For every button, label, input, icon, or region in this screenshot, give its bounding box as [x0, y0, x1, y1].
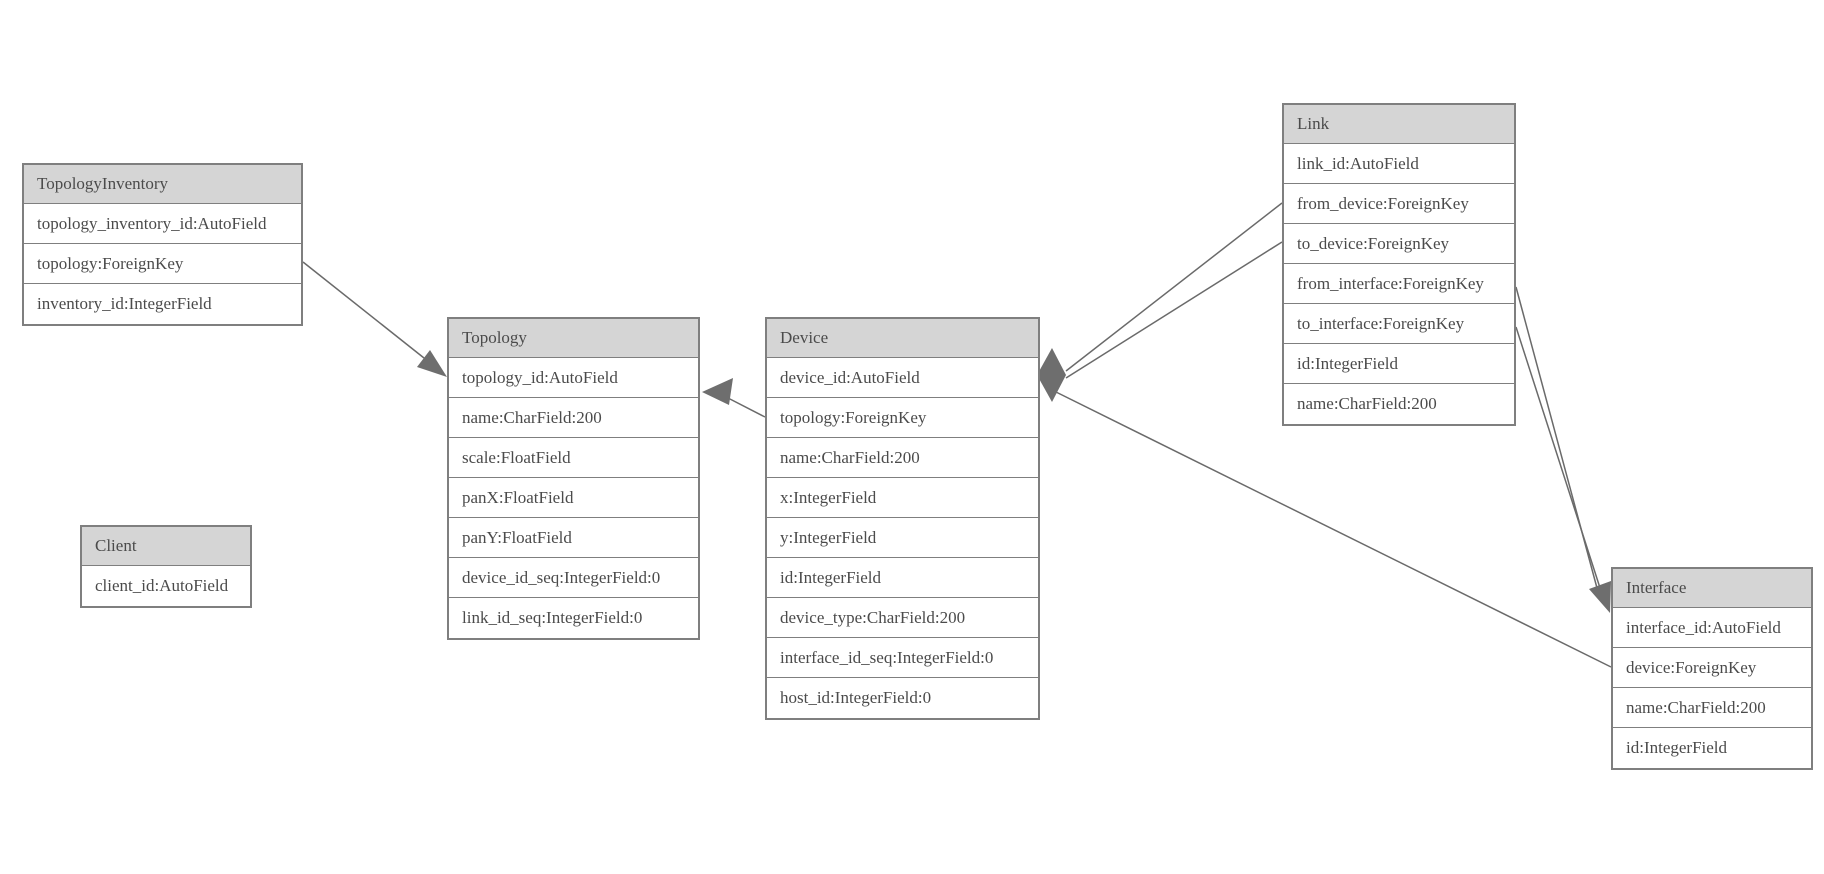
- entity-table-topologyinventory[interactable]: TopologyInventory topology_inventory_id:…: [22, 163, 303, 326]
- entity-title-interface: Interface: [1613, 569, 1811, 608]
- entity-field-row: to_interface:ForeignKey: [1284, 304, 1514, 344]
- entity-field-row: topology_id:AutoField: [449, 358, 698, 398]
- entity-field-row: name:CharField:200: [449, 398, 698, 438]
- entity-table-client[interactable]: Client client_id:AutoField: [80, 525, 252, 608]
- entity-field-row: device:ForeignKey: [1613, 648, 1811, 688]
- entity-field-row: inventory_id:IntegerField: [24, 284, 301, 324]
- entity-field-row: from_device:ForeignKey: [1284, 184, 1514, 224]
- entity-field-row: topology_inventory_id:AutoField: [24, 204, 301, 244]
- entity-field-row: topology:ForeignKey: [767, 398, 1038, 438]
- entity-field-row: from_interface:ForeignKey: [1284, 264, 1514, 304]
- entity-table-device[interactable]: Device device_id:AutoField topology:Fore…: [765, 317, 1040, 720]
- entity-field-row: topology:ForeignKey: [24, 244, 301, 284]
- entity-field-row: to_device:ForeignKey: [1284, 224, 1514, 264]
- arrowhead-topology-left-icon: [417, 350, 447, 377]
- entity-table-topology[interactable]: Topology topology_id:AutoField name:Char…: [447, 317, 700, 640]
- arrowhead-topology-right-icon: [702, 378, 733, 405]
- entity-title-client: Client: [82, 527, 250, 566]
- entity-title-topologyinventory: TopologyInventory: [24, 165, 301, 204]
- entity-field-row: panY:FloatField: [449, 518, 698, 558]
- entity-field-row: id:IntegerField: [767, 558, 1038, 598]
- connector-link-to-interface: [1515, 326, 1602, 592]
- entity-table-link[interactable]: Link link_id:AutoField from_device:Forei…: [1282, 103, 1516, 426]
- entity-title-topology: Topology: [449, 319, 698, 358]
- entity-field-row: name:CharField:200: [1284, 384, 1514, 424]
- entity-field-row: interface_id_seq:IntegerField:0: [767, 638, 1038, 678]
- connector-interface-device: [1055, 391, 1612, 668]
- entity-title-link: Link: [1284, 105, 1514, 144]
- entity-field-row: id:IntegerField: [1613, 728, 1811, 768]
- entity-field-row: device_id_seq:IntegerField:0: [449, 558, 698, 598]
- entity-field-row: name:CharField:200: [767, 438, 1038, 478]
- entity-field-row: link_id:AutoField: [1284, 144, 1514, 184]
- entity-field-row: device_id:AutoField: [767, 358, 1038, 398]
- entity-field-row: client_id:AutoField: [82, 566, 250, 606]
- entity-field-row: id:IntegerField: [1284, 344, 1514, 384]
- connector-link-to-device: [1065, 241, 1283, 379]
- entity-field-row: link_id_seq:IntegerField:0: [449, 598, 698, 638]
- entity-table-interface[interactable]: Interface interface_id:AutoField device:…: [1611, 567, 1813, 770]
- connector-topologyinventory-topology: [302, 261, 425, 359]
- entity-field-row: name:CharField:200: [1613, 688, 1811, 728]
- entity-title-device: Device: [767, 319, 1038, 358]
- entity-field-row: interface_id:AutoField: [1613, 608, 1811, 648]
- arrowhead-interface-left-icon: [1589, 581, 1611, 613]
- entity-field-row: x:IntegerField: [767, 478, 1038, 518]
- connector-link-from-device: [1065, 202, 1283, 372]
- entity-field-row: panX:FloatField: [449, 478, 698, 518]
- entity-field-row: device_type:CharField:200: [767, 598, 1038, 638]
- entity-field-row: host_id:IntegerField:0: [767, 678, 1038, 718]
- connector-device-topology: [727, 397, 766, 418]
- entity-field-row: y:IntegerField: [767, 518, 1038, 558]
- arrowhead-device-right-diamond-icon: [1037, 348, 1066, 402]
- entity-field-row: scale:FloatField: [449, 438, 698, 478]
